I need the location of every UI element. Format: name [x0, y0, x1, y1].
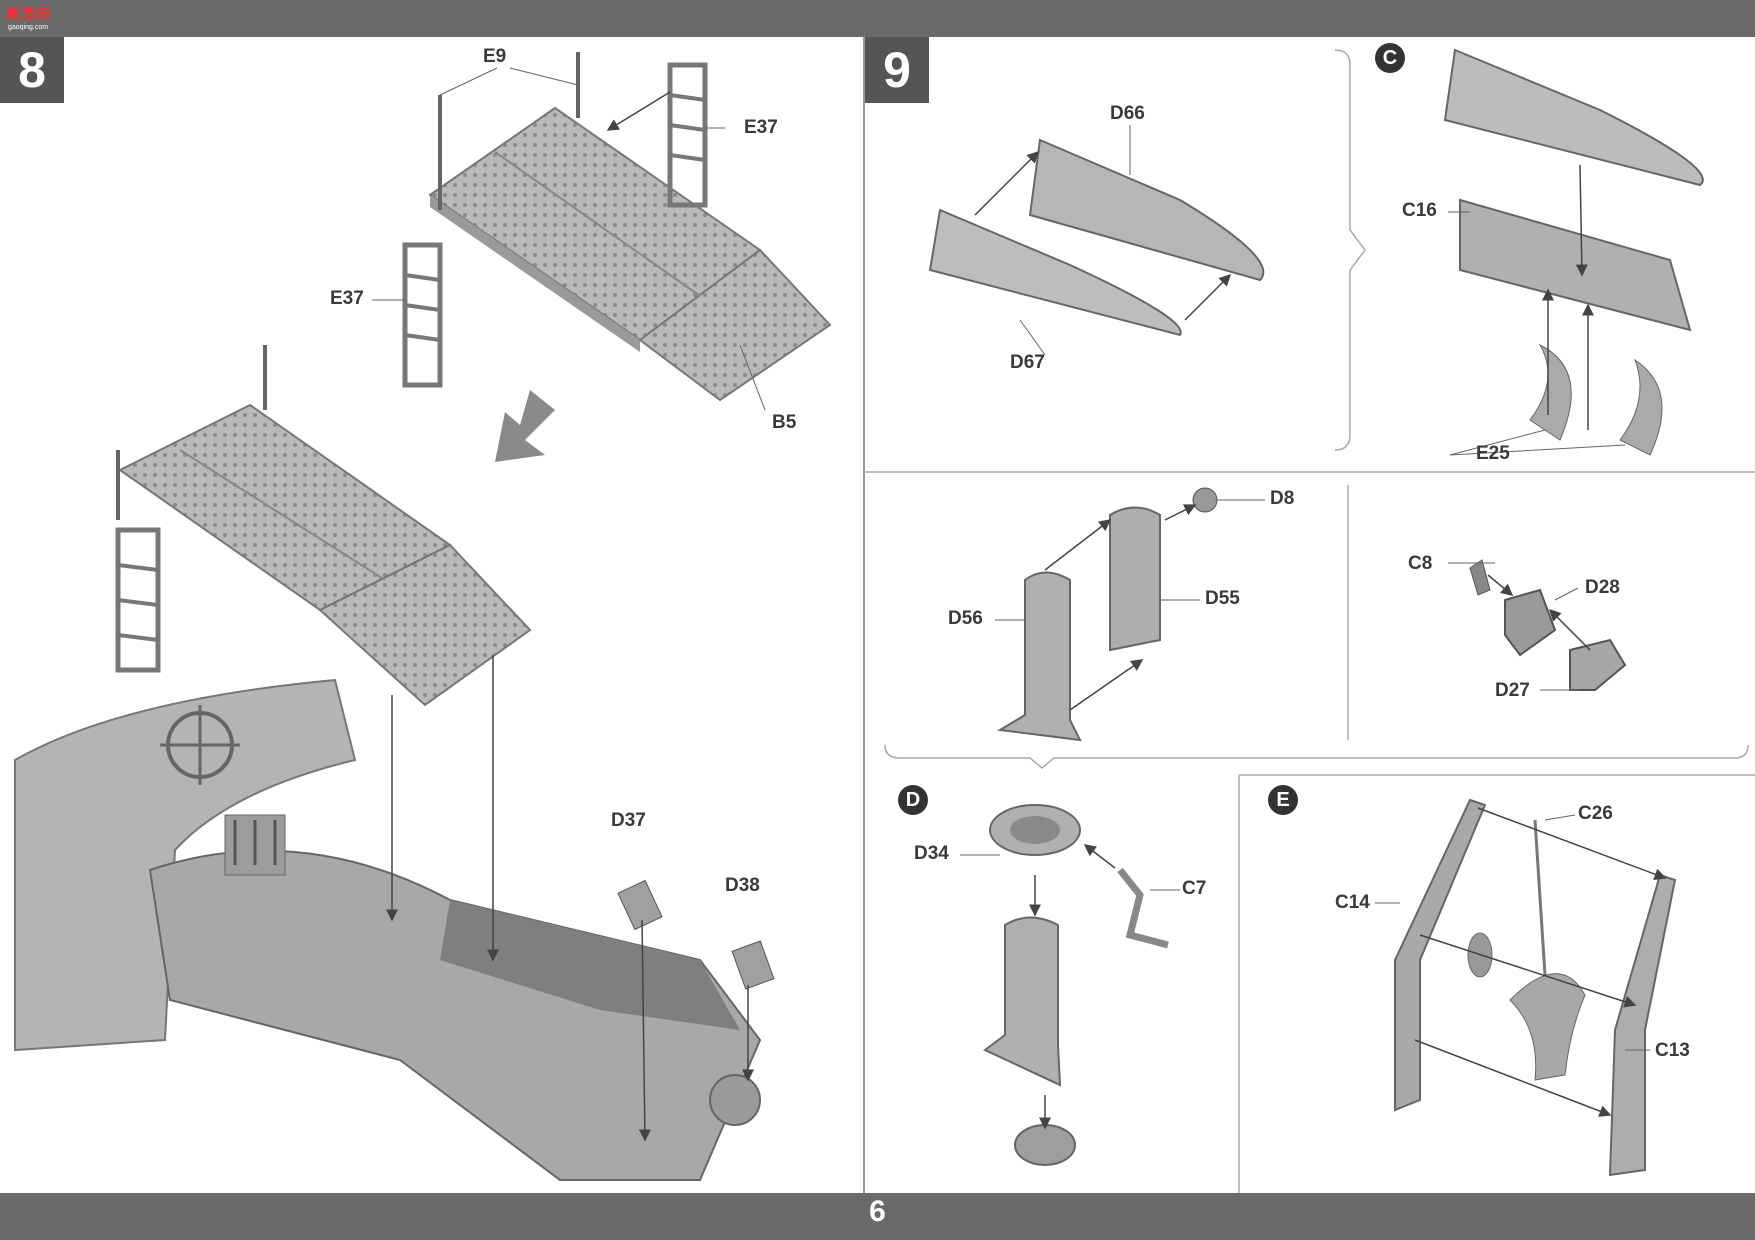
part-label-c14: C14	[1335, 892, 1370, 913]
part-label-c13: C13	[1655, 1040, 1690, 1061]
part-label-d34: D34	[914, 843, 949, 864]
logo-text: 高清网	[6, 6, 51, 22]
subassembly-d	[983, 804, 1169, 1166]
bracket-d	[884, 744, 1749, 769]
part-label-c8: C8	[1408, 553, 1433, 574]
part-label-d37: D37	[611, 810, 646, 831]
chassis	[14, 655, 775, 1181]
part-label-c26: C26	[1578, 803, 1613, 824]
part-label-e37-left: E37	[330, 288, 364, 309]
part-label-d56: D56	[948, 608, 983, 629]
parts-d55-d56-d8	[997, 487, 1218, 742]
parts-c8-d28-d27	[1469, 559, 1627, 691]
bottom-bar	[0, 1193, 1755, 1240]
lower-platform	[115, 345, 532, 707]
part-label-d67: D67	[1010, 352, 1045, 373]
leader-lines	[372, 67, 1650, 1051]
part-label-e9: E9	[483, 46, 507, 67]
subassembly-c-marker: C	[1375, 43, 1405, 73]
step-9-badge: 9	[865, 37, 929, 103]
part-label-c16: C16	[1402, 200, 1437, 221]
tubes-d66-d67	[928, 138, 1265, 337]
part-label-c7: C7	[1182, 878, 1207, 899]
upper-platform	[402, 52, 832, 402]
part-label-d38: D38	[725, 875, 760, 896]
part-label-e37-top: E37	[744, 117, 778, 138]
subassembly-e	[1394, 798, 1677, 1177]
part-label-b5: B5	[772, 412, 797, 433]
top-bar: 高清网 gaoqing.com	[0, 0, 1755, 37]
page-number: 6	[869, 1195, 886, 1228]
part-label-d8: D8	[1270, 488, 1295, 509]
step-8-badge: 8	[0, 37, 64, 103]
bracket-c	[1334, 49, 1366, 451]
subassembly-e-marker: E	[1268, 785, 1298, 815]
part-label-d27: D27	[1495, 680, 1530, 701]
part-label-d66: D66	[1110, 103, 1145, 124]
logo-subtext: gaoqing.com	[8, 24, 49, 31]
part-label-d55: D55	[1205, 588, 1240, 609]
part-label-d28: D28	[1585, 577, 1620, 598]
part-label-e25: E25	[1476, 443, 1510, 464]
assembly-arrow	[495, 390, 555, 462]
subassembly-c	[1443, 48, 1704, 456]
watermark-logo: 高清网 gaoqing.com	[6, 4, 70, 34]
subassembly-d-marker: D	[898, 785, 928, 815]
